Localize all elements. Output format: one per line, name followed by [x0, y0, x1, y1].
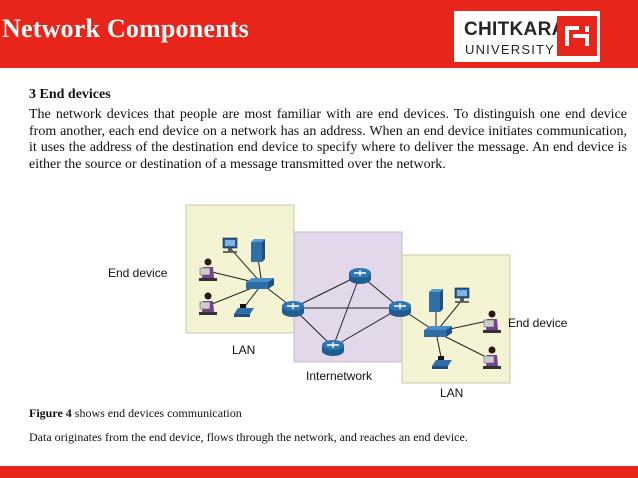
router-icon	[388, 300, 412, 318]
network-diagram: End device End device LAN Internetwork L…	[108, 204, 568, 400]
router-icon	[321, 339, 345, 357]
internetwork-label: Internetwork	[306, 369, 373, 383]
figure-caption-text: shows end devices communication	[74, 406, 242, 420]
end-device-label-right: End device	[508, 316, 568, 330]
logo-subtitle: UNIVERSITY	[465, 42, 556, 57]
footnote-text: Data originates from the end device, flo…	[29, 430, 468, 444]
section-heading: 3 End devices	[29, 87, 111, 102]
server-icon	[251, 239, 265, 262]
lan-label-left: LAN	[232, 343, 255, 357]
internetwork-zone	[293, 231, 403, 363]
switch-icon	[246, 278, 274, 289]
logo-name: CHITKARA	[464, 19, 566, 40]
switch-icon	[424, 326, 452, 337]
figure-caption: Figure 4 shows end devices communication	[29, 406, 242, 421]
lan-label-right: LAN	[440, 386, 463, 400]
end-device-label-left: End device	[108, 266, 168, 280]
logo-mark-icon	[557, 16, 597, 56]
university-logo: CHITKARA UNIVERSITY	[454, 11, 600, 62]
footer-bar	[0, 466, 638, 478]
router-icon	[281, 300, 305, 318]
body-paragraph: The network devices that people are most…	[29, 107, 627, 172]
server-icon	[429, 289, 443, 312]
figure-label: Figure 4	[29, 406, 72, 420]
page-title: Network Components	[2, 14, 249, 43]
router-icon	[348, 267, 372, 285]
header-bar: Network Components CHITKARA UNIVERSITY	[0, 0, 638, 68]
